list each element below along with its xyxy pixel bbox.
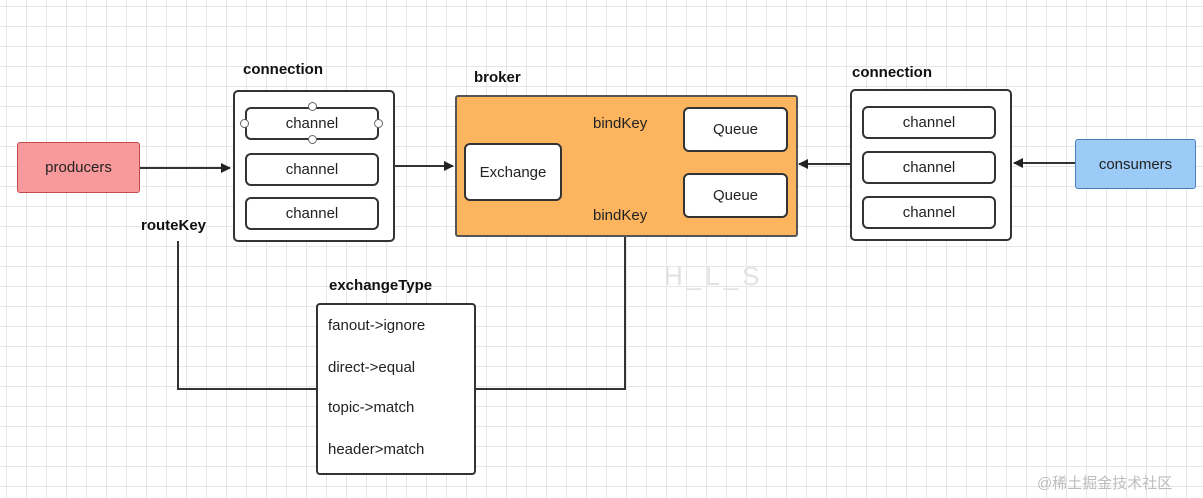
queue-label: Queue — [712, 187, 759, 204]
credit-watermark: @稀土掘金技术社区 — [1037, 475, 1173, 492]
routekey-label: routeKey — [141, 217, 207, 234]
watermark-text: H_L_S — [664, 261, 764, 291]
exchangetype-item-direct: direct->equal — [328, 359, 416, 376]
queue-label: Queue — [712, 121, 759, 138]
selection-handle[interactable] — [308, 135, 317, 144]
channel-label: channel — [902, 159, 956, 176]
exchangetype-item-fanout: fanout->ignore — [328, 317, 426, 334]
channel-label: channel — [285, 161, 339, 178]
exchangetype-box[interactable] — [316, 303, 476, 475]
consumers-node[interactable]: consumers — [1075, 139, 1196, 189]
queue-box-1[interactable]: Queue — [683, 107, 788, 152]
channel-label: channel — [902, 114, 956, 131]
queue-box-2[interactable]: Queue — [683, 173, 788, 218]
selection-handle[interactable] — [240, 119, 249, 128]
bindkey-connector — [475, 232, 626, 390]
exchangetype-title: exchangeType — [329, 277, 433, 294]
bindkey-label-bottom: bindKey — [593, 207, 648, 224]
producers-label: producers — [45, 159, 112, 176]
exchangetype-item-header: header>match — [328, 441, 425, 458]
consumers-label: consumers — [1098, 155, 1173, 173]
right-channel-1[interactable]: channel — [862, 106, 996, 139]
bindkey-label-top: bindKey — [593, 115, 648, 132]
selection-handle[interactable] — [374, 119, 383, 128]
broker-title: broker — [474, 69, 521, 86]
left-connection-title: connection — [243, 61, 324, 78]
exchange-label: Exchange — [479, 163, 547, 181]
channel-label: channel — [902, 204, 956, 221]
right-connection-title: connection — [852, 64, 933, 81]
selection-handle[interactable] — [308, 102, 317, 111]
exchange-box[interactable]: Exchange — [464, 143, 562, 201]
channel-label: channel — [285, 205, 339, 222]
channel-label: channel — [285, 115, 339, 132]
left-channel-3[interactable]: channel — [245, 197, 379, 230]
producers-node[interactable]: producers — [17, 142, 140, 193]
routekey-connector — [177, 241, 316, 390]
left-channel-2[interactable]: channel — [245, 153, 379, 186]
exchangetype-item-topic: topic->match — [328, 399, 415, 416]
right-channel-2[interactable]: channel — [862, 151, 996, 184]
right-channel-3[interactable]: channel — [862, 196, 996, 229]
